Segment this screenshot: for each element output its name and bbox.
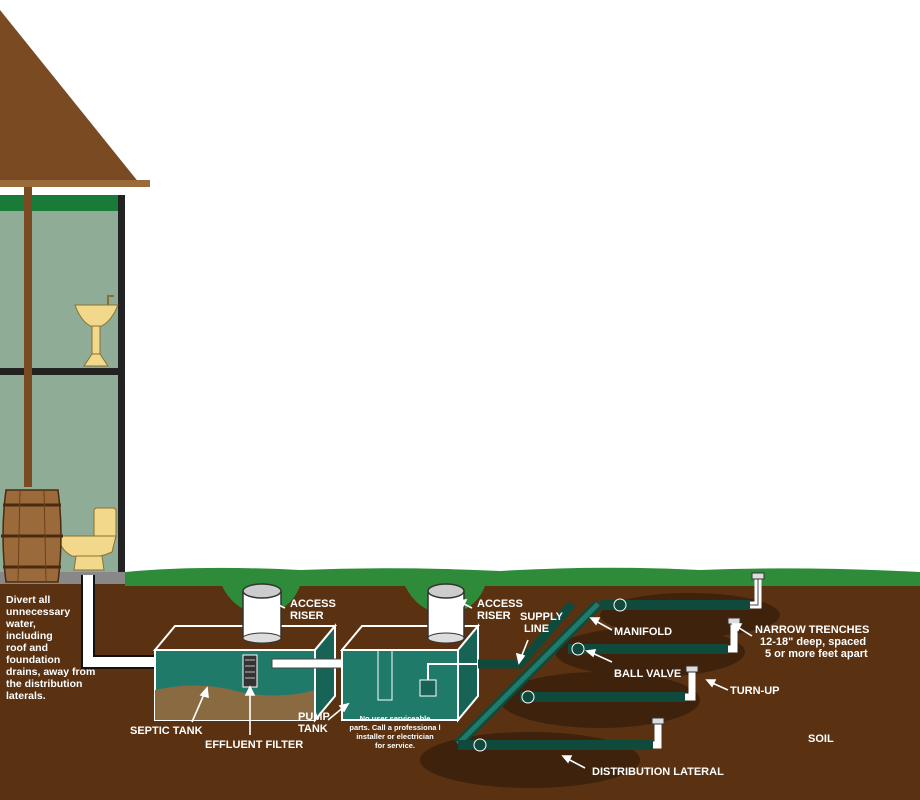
- label-arrows: [191, 599, 753, 769]
- downspout: [24, 187, 32, 487]
- pump-tank: [339, 623, 481, 723]
- access-riser-1: [242, 583, 282, 644]
- rain-barrel: [1, 489, 63, 583]
- house-wall-green-band: [0, 195, 122, 211]
- lateral-2: [568, 617, 741, 656]
- grass-line: [125, 567, 920, 586]
- toilet: [57, 507, 117, 571]
- ball-valve-label: BALL VALVE: [614, 668, 681, 680]
- sink: [74, 295, 119, 367]
- supply-line-pipe: [478, 601, 576, 669]
- distribution-lateral-label: DISTRIBUTION LATERAL: [592, 766, 724, 778]
- effluent-filter-label: EFFLUENT FILTER: [205, 739, 303, 751]
- floor-divider: [0, 368, 125, 375]
- septic-tank-label: SEPTIC TANK: [130, 725, 203, 737]
- lateral-1: [600, 572, 765, 612]
- lateral-3: [520, 665, 699, 704]
- soil-label: SOIL: [808, 733, 834, 745]
- manifold-label: MANIFOLD: [614, 626, 672, 638]
- roof: [0, 10, 140, 184]
- house-right-wall: [118, 195, 125, 573]
- access-riser-2: [427, 583, 465, 644]
- roof-eave: [0, 180, 150, 187]
- lateral-4: [458, 717, 665, 752]
- turn-up-label: TURN-UP: [730, 685, 780, 697]
